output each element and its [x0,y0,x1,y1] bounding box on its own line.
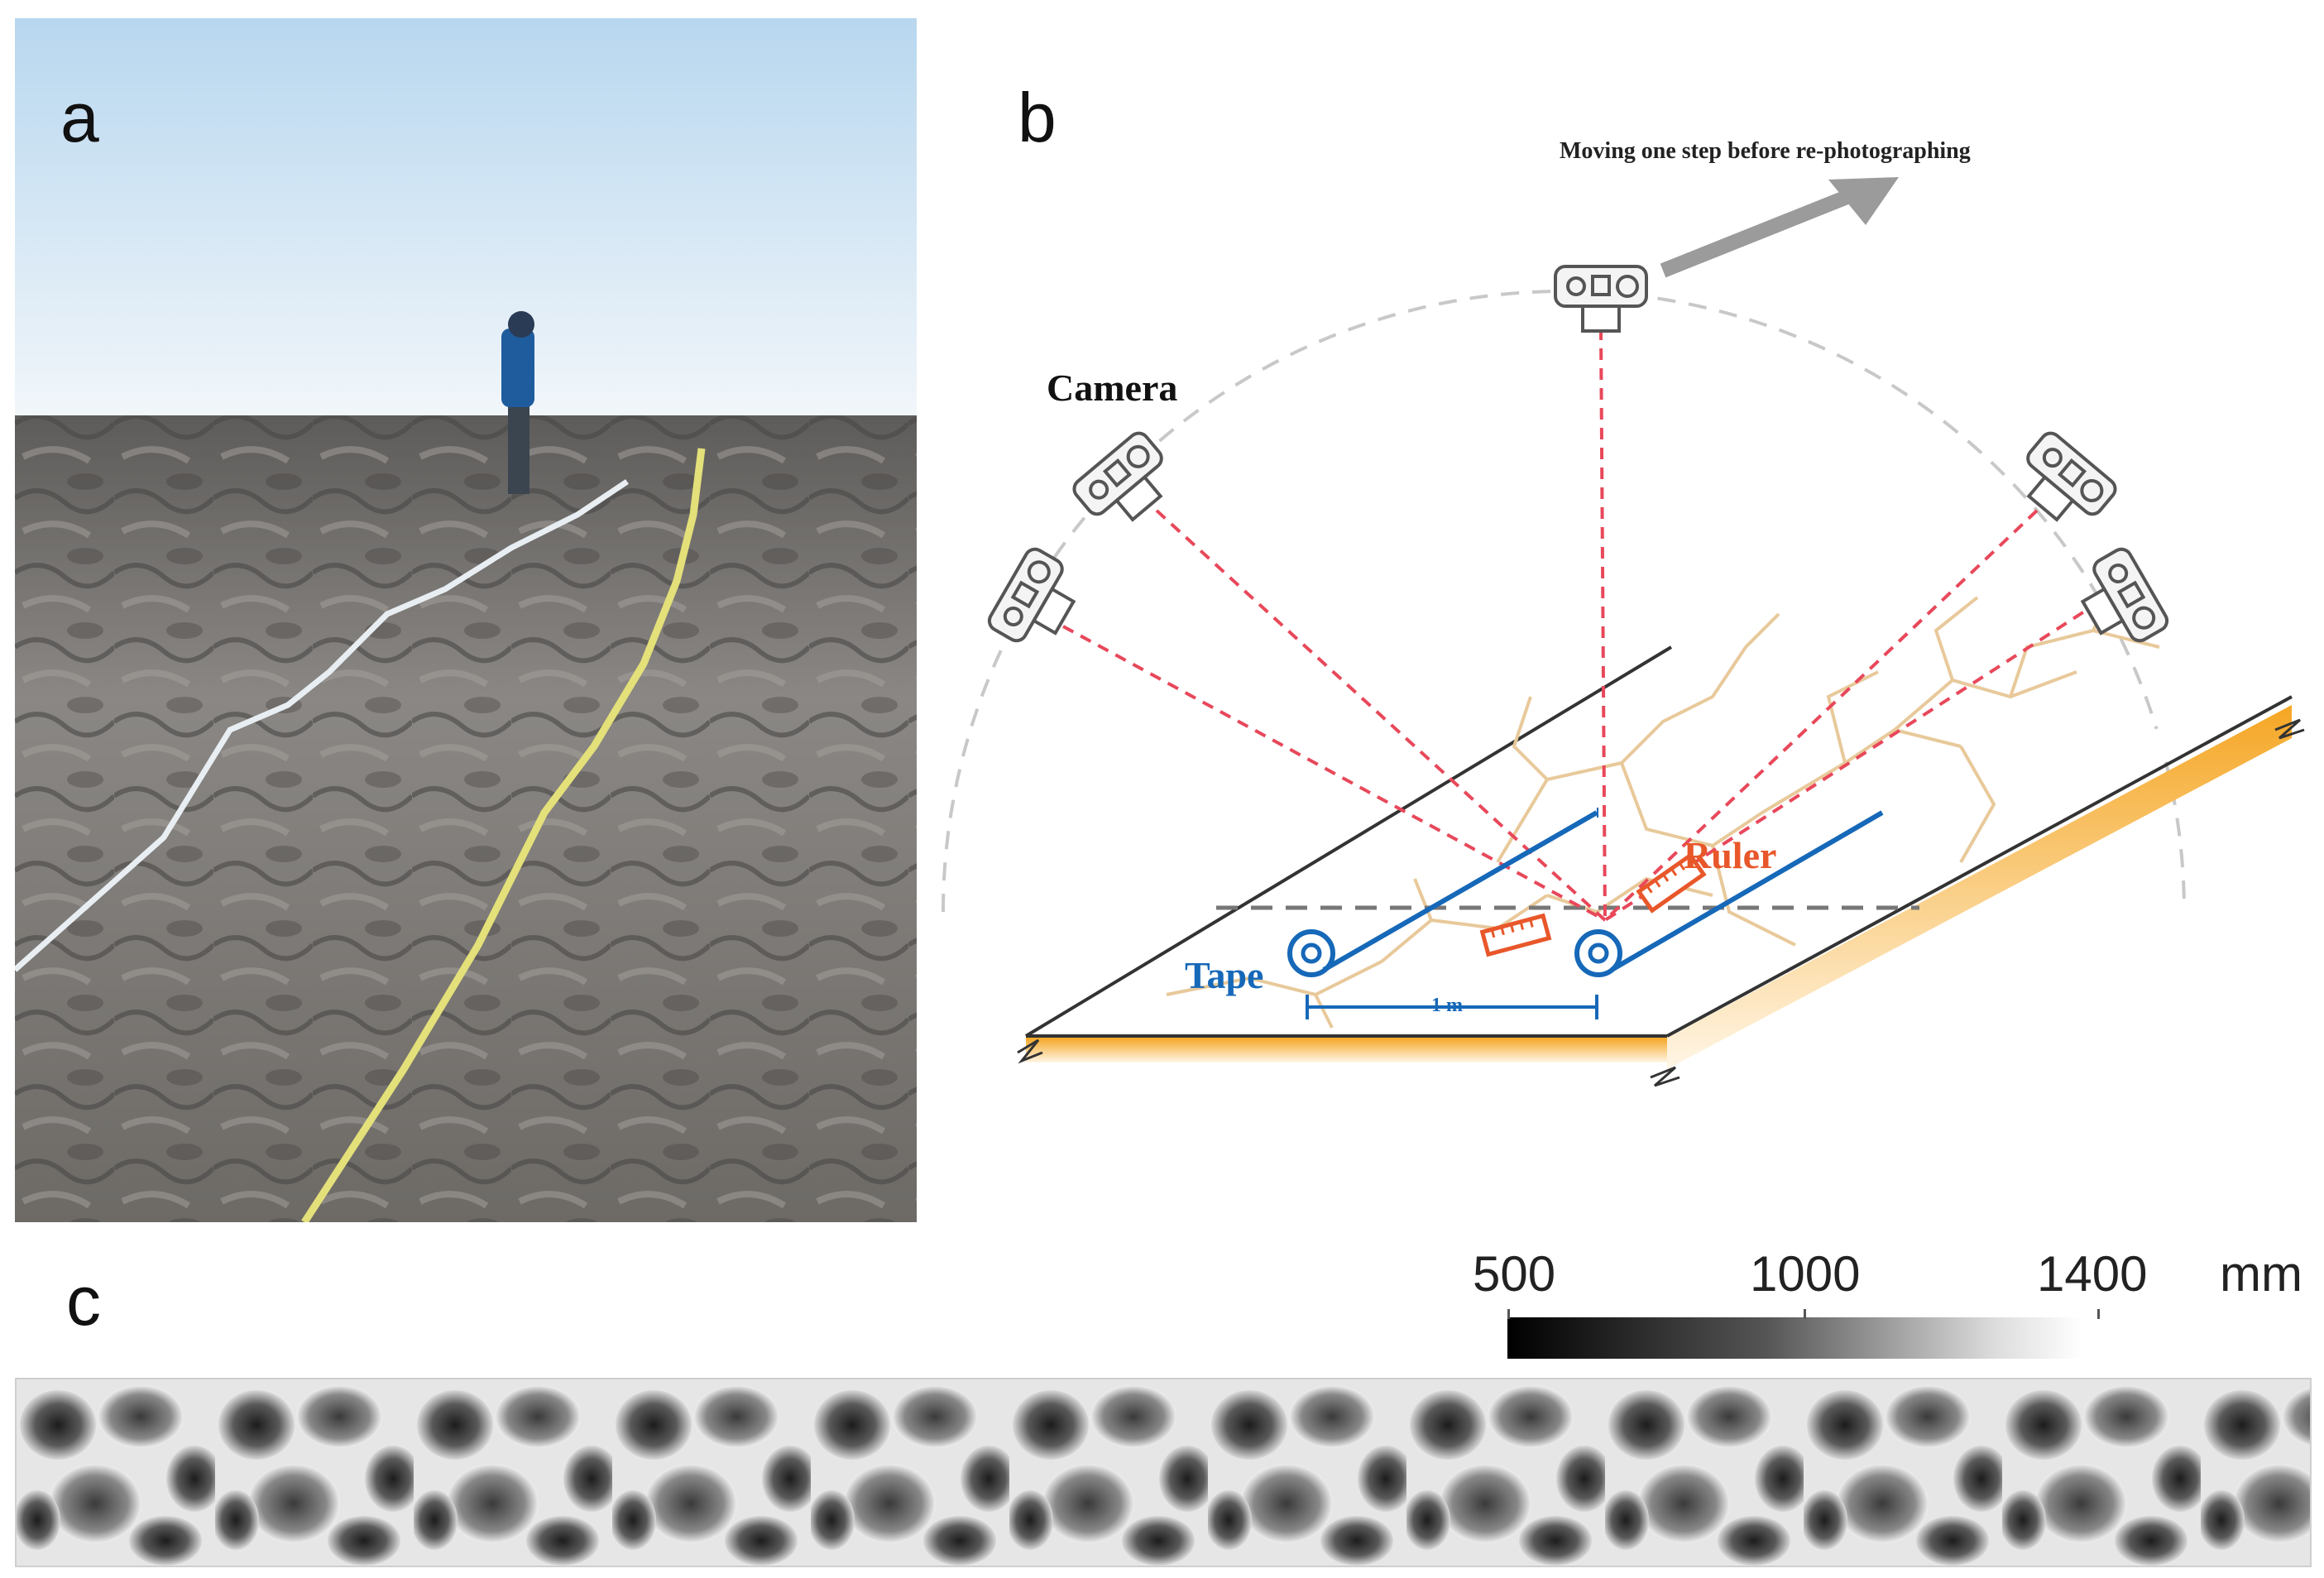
colorbar-unit: mm [2220,1246,2302,1302]
tape-left [1287,808,1598,977]
colorbar-tick [1804,1309,1806,1319]
camera-icon [2026,431,2117,522]
ground-slab [1017,645,2305,1087]
panel-a-label: a [60,79,99,156]
ruler-icon [1479,913,1552,957]
colorbar-tick-label: 1400 [2037,1246,2148,1302]
ruler-icon [1636,852,1707,914]
panel-a: a [12,18,917,1225]
moving-arrow [1660,177,1899,278]
field-photo [12,18,917,1225]
camera-icon [1072,431,1163,522]
panel-c-label: c [66,1262,101,1340]
colorbar-gradient [1507,1317,2082,1359]
colorbar-tick [1507,1309,1510,1319]
person-figure [501,311,534,494]
sky [15,18,917,415]
dem-texture [17,1379,2310,1566]
camera-icon [987,547,1076,643]
camera-label: Camera [1047,367,1178,409]
sfm-diagram [942,177,2305,1087]
camera-icon [1554,265,1648,333]
yellow-tape [301,448,706,1225]
tape-right [1574,810,1884,977]
crack-network [1166,596,2160,1029]
panel-b: b [918,18,2324,1222]
colorbar-tick-label: 1000 [1750,1246,1861,1302]
colorbar-tick-label: 500 [1473,1246,1556,1302]
panel-b-label: b [1018,79,1057,156]
colorbar: 500 1000 1400 mm [1473,1241,2308,1365]
colorbar-tick [2097,1309,2100,1319]
moving-step-text: Moving one step before re-photographing [1560,138,1971,164]
white-tape [12,479,629,972]
camera-icon [2080,547,2169,643]
spacing-bracket [1306,995,1598,1019]
spacing-label: 1 m [1431,995,1463,1016]
dem-strip [15,1378,2312,1567]
tape-label: Tape [1185,954,1264,996]
ruler-label: Ruler [1684,834,1777,876]
